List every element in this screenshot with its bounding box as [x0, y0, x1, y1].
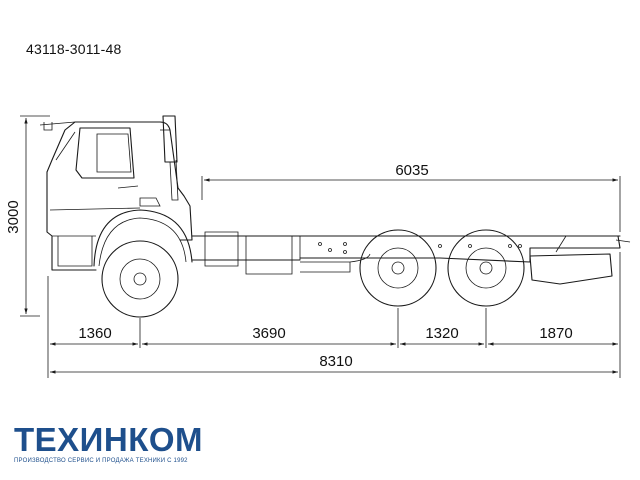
wheelbase-front-value: 3690	[252, 325, 285, 342]
height-dimension: 3000	[5, 115, 50, 317]
height-value: 3000	[5, 200, 22, 233]
model-number: 43118-3011-48	[26, 41, 122, 57]
front-wheel	[101, 240, 179, 318]
rear-wheel	[447, 229, 525, 307]
length-extension-lines	[47, 252, 621, 378]
logo-name: ТЕХИНКОМ	[14, 421, 204, 458]
logo-tagline: ПРОИЗВОДСТВО СЕРВИС И ПРОДАЖА ТЕХНИКИ С …	[14, 458, 188, 464]
truck-outline	[39, 115, 631, 285]
total-length-dimension: 8310	[50, 353, 618, 374]
front-overhang-value: 1360	[78, 325, 111, 342]
wheelbase-rear-value: 1320	[425, 325, 458, 342]
frame-length-value: 6035	[395, 162, 428, 179]
middle-wheel	[359, 229, 437, 307]
frame-length-dimension: 6035	[201, 162, 621, 232]
total-length-value: 8310	[319, 353, 352, 370]
axle-dimensions: 1360 3690 1320 1870	[50, 325, 618, 346]
rear-overhang-value: 1870	[539, 325, 572, 342]
company-logo: ТЕХИНКОМ ПРОИЗВОДСТВО СЕРВИС И ПРОДАЖА Т…	[14, 421, 204, 464]
